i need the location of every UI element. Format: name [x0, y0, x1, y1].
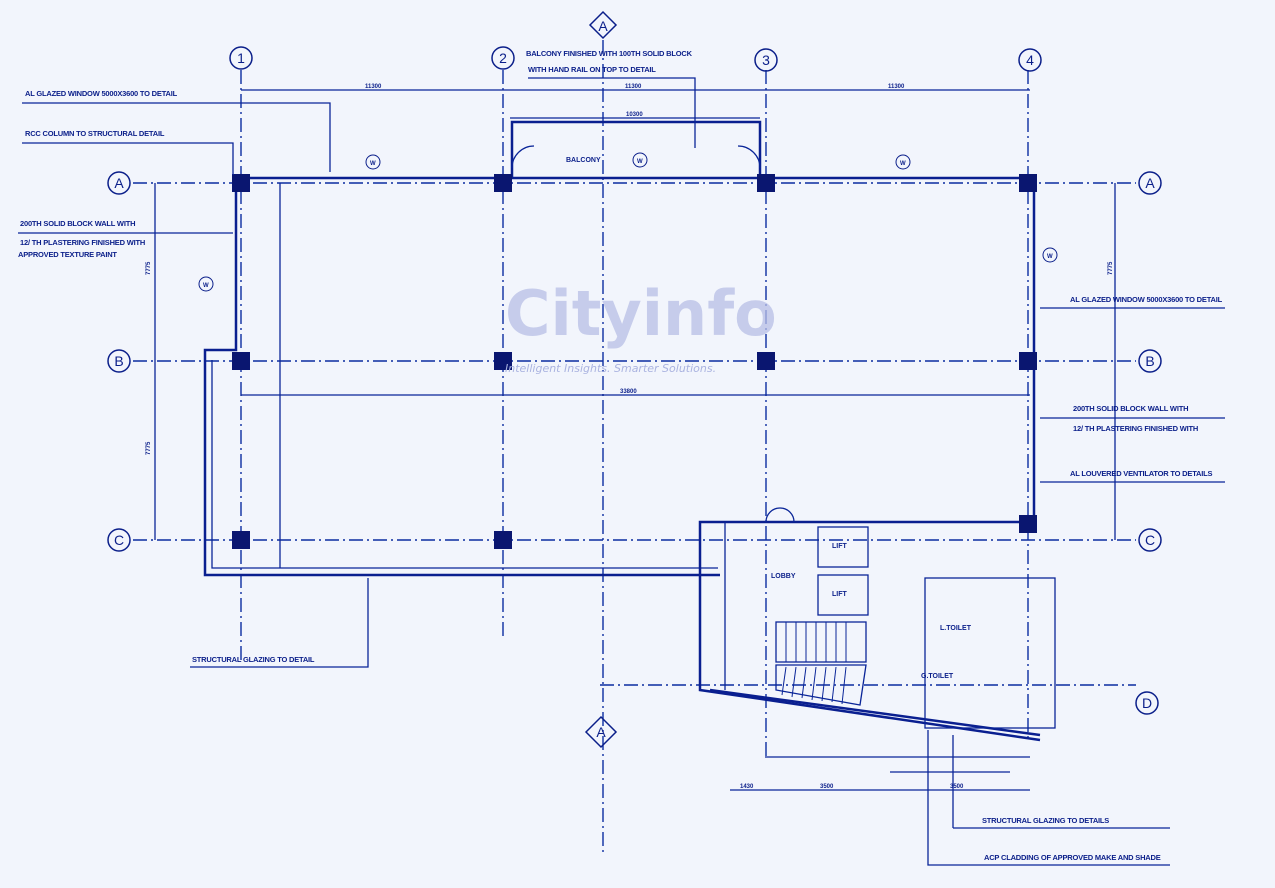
- watermark-logo: Cityinfo: [505, 277, 777, 350]
- dim-top-3: 11300: [888, 84, 905, 90]
- dim-overall: 33800: [620, 389, 637, 395]
- dim-side-left-2: 7775: [146, 441, 152, 455]
- section-marker-label: A: [596, 724, 606, 740]
- room-gents-toilet: G.TOILET: [921, 673, 954, 680]
- note-block-wall-right-2: 12/ TH PLASTERING FINISHED WITH: [1073, 424, 1198, 433]
- note-block-wall-right-1: 200TH SOLID BLOCK WALL WITH: [1073, 404, 1188, 413]
- room-lift-2: LIFT: [832, 591, 847, 598]
- grid-bubble-b-left: B: [114, 353, 123, 369]
- note-rcc-column: RCC COLUMN TO STRUCTURAL DETAIL: [25, 129, 165, 138]
- grid-bubble-c-left: C: [114, 532, 124, 548]
- grid-bubble-1: 1: [237, 50, 245, 66]
- column-bubbles: 1 2 3 4: [229, 46, 1042, 72]
- note-balcony-2: WITH HAND RAIL ON TOP TO DETAIL: [528, 65, 656, 74]
- grid-bubble-d-right: D: [1142, 695, 1152, 711]
- stair-treads: [781, 622, 847, 705]
- grid-bubble-4: 4: [1026, 52, 1034, 68]
- note-window-right: AL GLAZED WINDOW 5000X3600 TO DETAIL: [1070, 295, 1223, 304]
- watermark-tagline: Intelligent Insights. Smarter Solutions.: [505, 362, 716, 375]
- section-marker-bottom: A: [584, 715, 618, 749]
- window-tag: W: [370, 161, 376, 167]
- cityinfo-watermark: Cityinfo Intelligent Insights. Smarter S…: [505, 277, 777, 375]
- dim-bottom-1: 1430: [740, 784, 754, 790]
- annotation-leaders: [18, 77, 1225, 866]
- window-tags: W W W W W: [198, 152, 1058, 292]
- room-balcony: BALCONY: [566, 157, 601, 164]
- note-window-left: AL GLAZED WINDOW 5000X3600 TO DETAIL: [25, 89, 178, 98]
- dim-top-2: 11300: [625, 84, 642, 90]
- grid-bubble-2: 2: [499, 50, 507, 66]
- room-ladies-toilet: L.TOILET: [940, 625, 972, 632]
- row-bubbles: A B C A B C D: [107, 171, 1162, 715]
- dim-side-left-1: 7775: [146, 261, 152, 275]
- note-ventilator: AL LOUVERED VENTILATOR TO DETAILS: [1070, 469, 1212, 478]
- note-block-wall-left-1: 200TH SOLID BLOCK WALL WITH: [20, 219, 135, 228]
- grid-bubble-b-right: B: [1145, 353, 1154, 369]
- grid-bubble-a-right: A: [1145, 175, 1155, 191]
- note-block-wall-left-2: 12/ TH PLASTERING FINISHED WITH: [20, 238, 145, 247]
- window-tag: W: [203, 283, 209, 289]
- dim-side-right: 7775: [1108, 261, 1114, 275]
- window-tag: W: [637, 159, 643, 165]
- room-lift-1: LIFT: [832, 543, 847, 550]
- window-tag: W: [900, 161, 906, 167]
- walls: [203, 120, 1056, 742]
- note-glazing-right: STRUCTURAL GLAZING TO DETAILS: [982, 816, 1109, 825]
- doors: [511, 145, 795, 523]
- dim-balcony: 10300: [626, 112, 643, 118]
- grid-bubble-c-right: C: [1145, 532, 1155, 548]
- note-acp-cladding: ACP CLADDING OF APPROVED MAKE AND SHADE: [984, 853, 1161, 862]
- dim-top-1: 11300: [365, 84, 382, 90]
- grid-bubble-a-left: A: [114, 175, 124, 191]
- dim-bottom-3: 3500: [950, 784, 964, 790]
- dimension-lines: 11300 11300 11300 10300 33800 7775 7775 …: [146, 84, 1116, 791]
- section-marker-top: A: [588, 10, 618, 40]
- note-block-wall-left-3: APPROVED TEXTURE PAINT: [18, 250, 117, 259]
- section-marker-label: A: [598, 18, 608, 34]
- room-lobby: LOBBY: [771, 573, 796, 580]
- grid-bubble-3: 3: [762, 52, 770, 68]
- note-glazing-left: STRUCTURAL GLAZING TO DETAIL: [192, 655, 315, 664]
- dim-bottom-2: 3500: [820, 784, 834, 790]
- note-balcony-1: BALCONY FINISHED WITH 100TH SOLID BLOCK: [526, 49, 693, 58]
- window-tag: W: [1047, 254, 1053, 260]
- columns: [232, 174, 1037, 549]
